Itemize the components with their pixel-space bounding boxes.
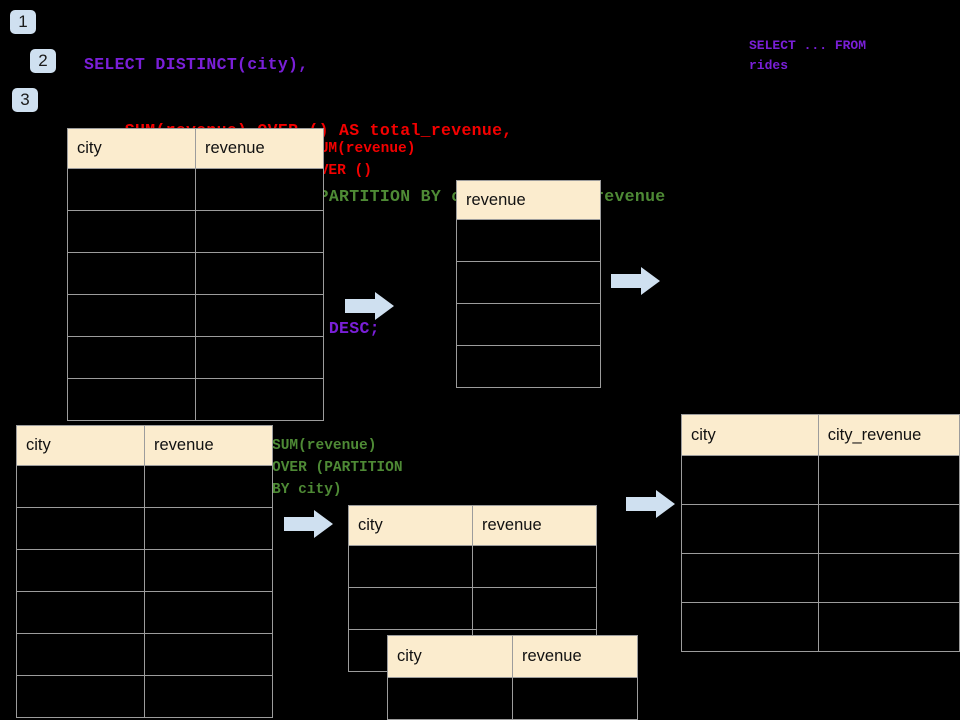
cell-revenue (144, 507, 273, 550)
cell-city (67, 378, 196, 421)
table-row (681, 504, 960, 554)
table-row (456, 303, 601, 346)
table-row (16, 465, 273, 508)
rides-source-table-2: city revenue (16, 425, 273, 718)
cell-city (16, 633, 145, 676)
total-revenue-table: revenue (456, 180, 601, 388)
cell-revenue (472, 587, 597, 630)
cell-city-revenue (817, 553, 960, 603)
sql-line-select: SELECT DISTINCT(city), (84, 55, 309, 74)
table-row (387, 677, 638, 720)
table-row (348, 545, 597, 588)
column-header-revenue: revenue (472, 505, 597, 546)
table-row (67, 168, 324, 211)
caption-sum-over-partition: SUM(revenue) OVER (PARTITION BY city) (272, 438, 403, 498)
column-header-revenue: revenue (144, 425, 273, 466)
table-header-row: city revenue (348, 505, 597, 546)
column-header-revenue: revenue (512, 635, 638, 678)
table-row (16, 633, 273, 676)
cell-city-revenue (817, 602, 960, 652)
column-header-city-revenue: city_revenue (817, 414, 960, 456)
cell-city (348, 545, 473, 588)
column-header-city: city (348, 505, 473, 546)
cell-city-revenue (817, 504, 960, 554)
cell-revenue (195, 378, 324, 421)
result-table: city city_revenue (681, 414, 960, 652)
table-row (67, 210, 324, 253)
column-header-city: city (387, 635, 513, 678)
cell-revenue (195, 252, 324, 295)
cell-revenue (456, 261, 601, 304)
cell-revenue (512, 677, 638, 720)
partition-group-table-front: city revenue (387, 635, 638, 720)
arrow-total-to-result-icon (611, 267, 660, 295)
table-row (67, 294, 324, 337)
table-header-row: revenue (456, 180, 601, 220)
partition-group-table-back: city revenue (348, 505, 597, 672)
column-header-revenue: revenue (456, 180, 601, 220)
column-header-city: city (67, 128, 196, 169)
cell-city (67, 168, 196, 211)
table-row (16, 675, 273, 718)
step-badge-1: 1 (10, 10, 36, 34)
table-header-row: city city_revenue (681, 414, 960, 456)
step-badge-2: 2 (30, 49, 56, 73)
rides-source-table: city revenue (67, 128, 324, 421)
column-header-city: city (16, 425, 145, 466)
caption-sum-over-empty: SUM(revenue) OVER () (311, 141, 416, 179)
table-row (67, 336, 324, 379)
table-header-row: city revenue (16, 425, 273, 466)
table-header-row: city revenue (67, 128, 324, 169)
table-row (16, 507, 273, 550)
select-from-rides-note: SELECT ... FROM rides (749, 38, 867, 73)
cell-city (681, 602, 819, 652)
cell-city (16, 507, 145, 550)
table-row (456, 261, 601, 304)
table-row (16, 591, 273, 634)
cell-revenue (144, 549, 273, 592)
cell-revenue (195, 294, 324, 337)
cell-revenue (144, 675, 273, 718)
cell-city (67, 252, 196, 295)
table-row (348, 587, 597, 630)
cell-city (681, 455, 819, 505)
cell-city (681, 504, 819, 554)
cell-city (16, 549, 145, 592)
arrow-partition-to-result-icon (626, 490, 675, 518)
cell-revenue (195, 210, 324, 253)
arrow-source-to-total-icon (345, 292, 394, 320)
cell-revenue (472, 545, 597, 588)
cell-city (67, 336, 196, 379)
cell-revenue (456, 345, 601, 388)
cell-city (67, 294, 196, 337)
step-badge-3: 3 (12, 88, 38, 112)
cell-revenue (144, 591, 273, 634)
cell-city (67, 210, 196, 253)
cell-city (387, 677, 513, 720)
cell-city-revenue (817, 455, 960, 505)
cell-city (16, 675, 145, 718)
table-header-row: city revenue (387, 635, 638, 678)
table-row (456, 345, 601, 388)
table-row (16, 549, 273, 592)
column-header-revenue: revenue (195, 128, 324, 169)
cell-city (348, 587, 473, 630)
cell-revenue (456, 303, 601, 346)
arrow-source-to-partition-icon (284, 510, 333, 538)
column-header-city: city (681, 414, 819, 456)
cell-revenue (195, 336, 324, 379)
table-row (456, 219, 601, 262)
table-row (681, 553, 960, 603)
table-row (67, 378, 324, 421)
cell-city (16, 465, 145, 508)
cell-revenue (456, 219, 601, 262)
table-row (681, 455, 960, 505)
cell-revenue (144, 633, 273, 676)
cell-revenue (195, 168, 324, 211)
cell-revenue (144, 465, 273, 508)
cell-city (16, 591, 145, 634)
table-row (681, 602, 960, 652)
table-row (67, 252, 324, 295)
cell-city (681, 553, 819, 603)
